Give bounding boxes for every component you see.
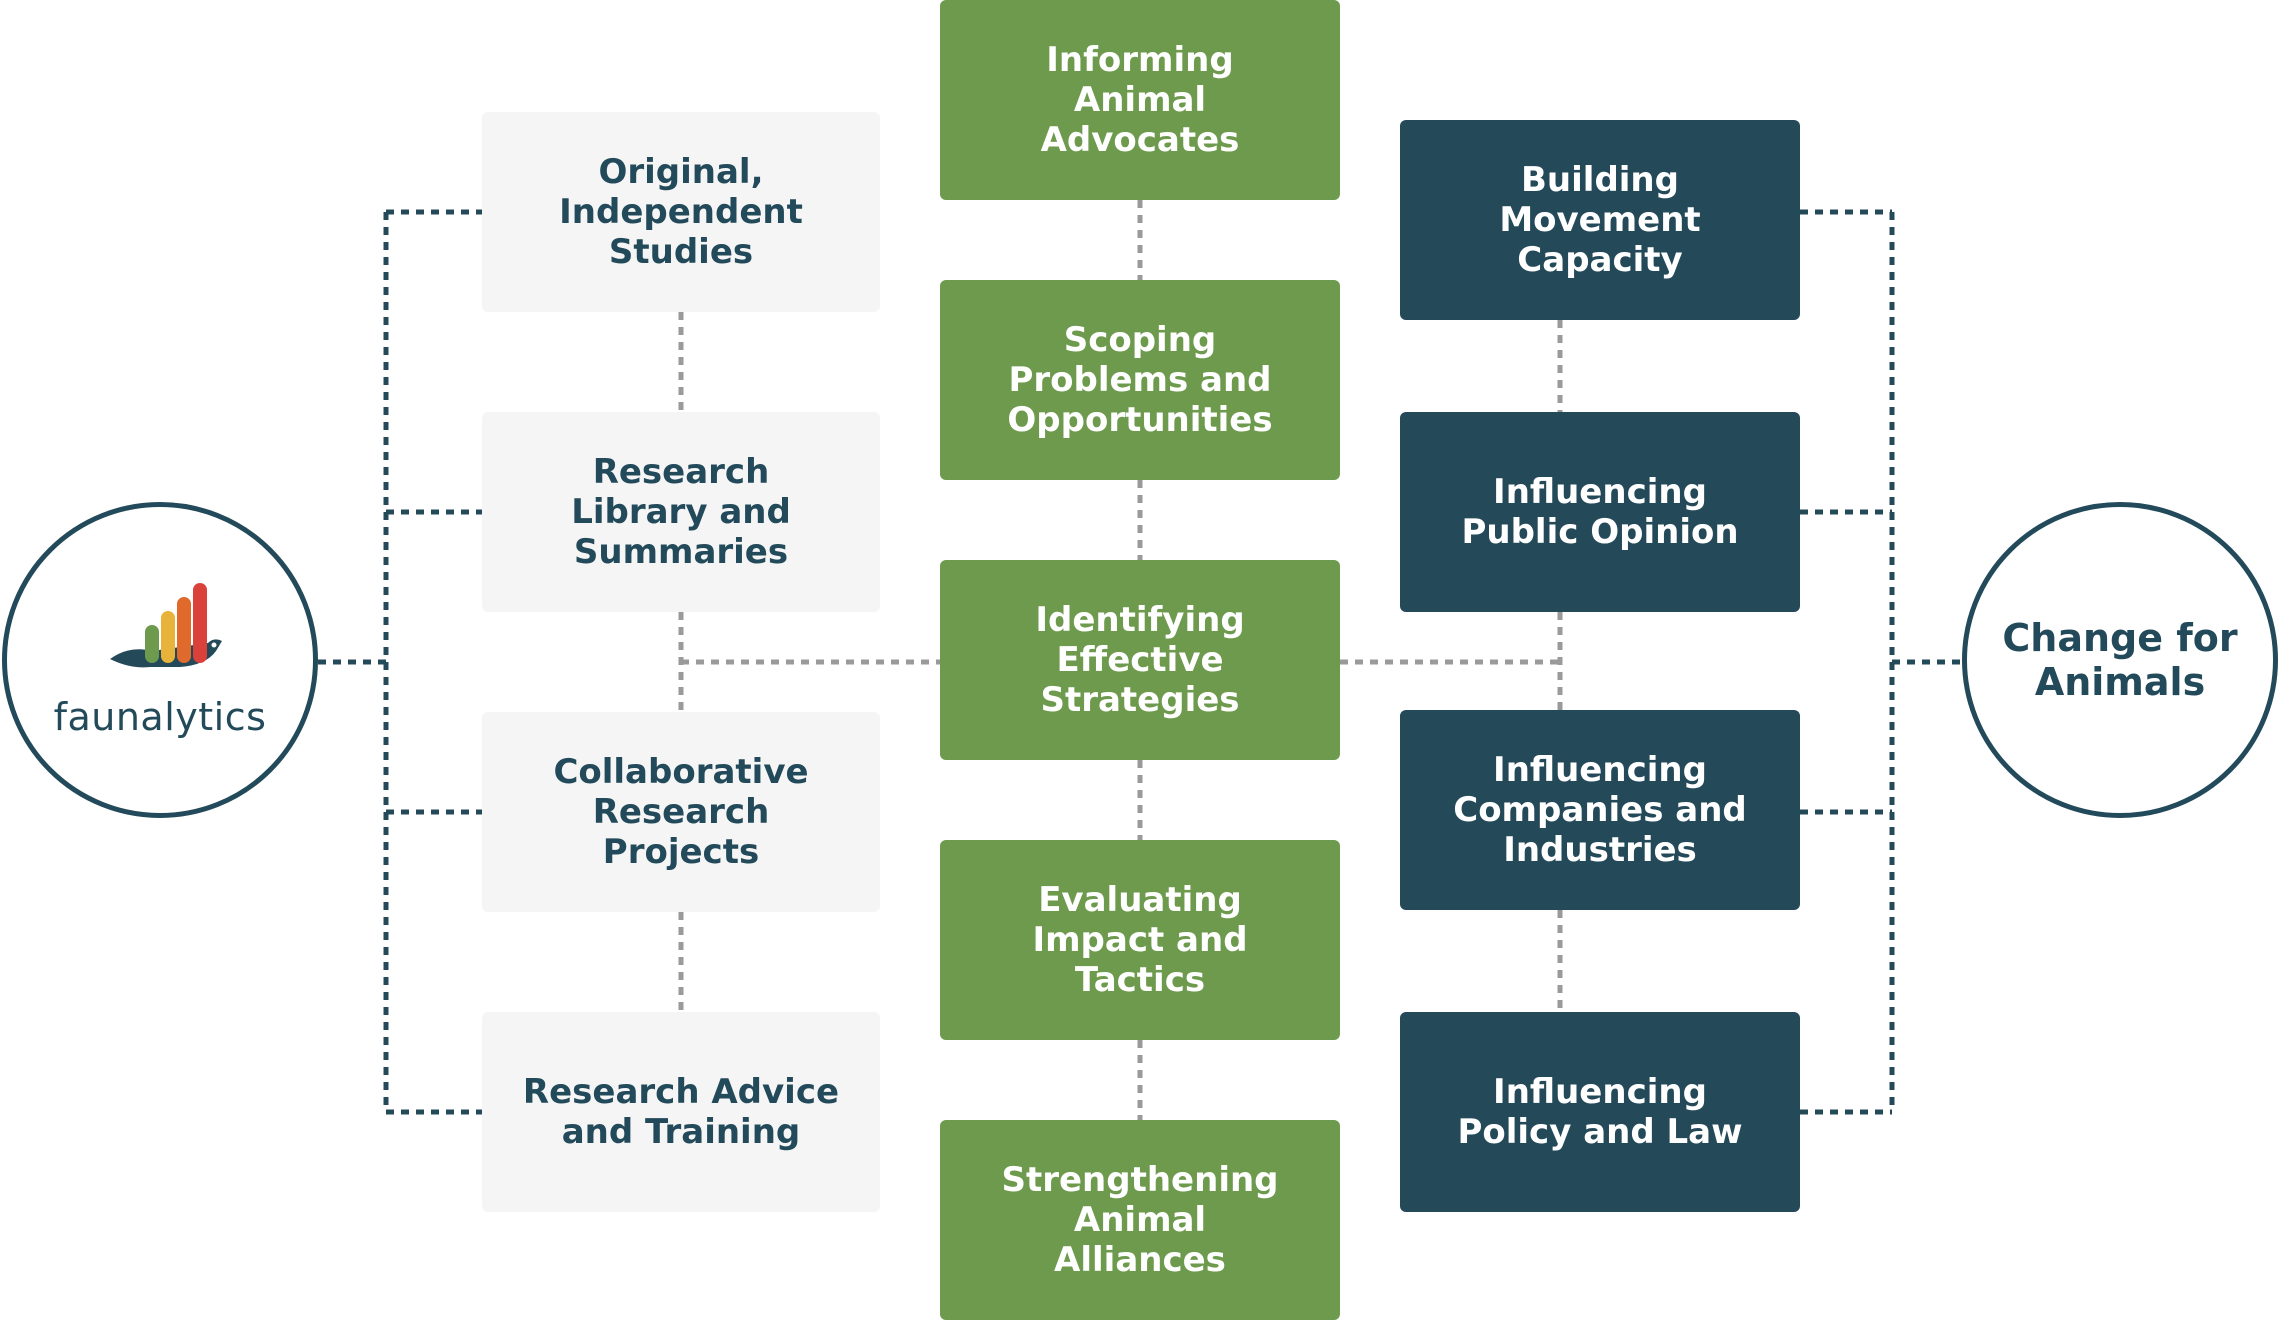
left-box-collaborative-projects: Collaborative Research Projects [482,712,880,912]
box-label: Building Movement Capacity [1499,160,1701,280]
middle-box-scoping-problems: Scoping Problems and Opportunities [940,280,1340,480]
box-label: Influencing Policy and Law [1457,1072,1743,1152]
right-box-policy-law: Influencing Policy and Law [1400,1012,1800,1212]
box-label: Strengthening Animal Alliances [1001,1160,1279,1280]
left-box-research-library: Research Library and Summaries [482,412,880,612]
box-label: Original, Independent Studies [559,152,803,272]
box-label: Research Advice and Training [522,1072,840,1152]
faunalytics-bird-logo-icon [110,583,222,668]
change-for-animals-circle: Change for Animals [1962,502,2278,818]
right-box-public-opinion: Influencing Public Opinion [1400,412,1800,612]
box-label: Identifying Effective Strategies [1035,600,1245,720]
box-label: Research Library and Summaries [571,452,791,572]
faunalytics-logo-circle: faunalytics [2,502,318,818]
target-label: Change for Animals [2002,616,2238,704]
box-label: Informing Animal Advocates [1040,40,1240,160]
middle-box-strengthening-alliances: Strengthening Animal Alliances [940,1120,1340,1320]
left-box-original-studies: Original, Independent Studies [482,112,880,312]
left-bracket [318,209,482,1115]
middle-box-identifying-strategies: Identifying Effective Strategies [940,560,1340,760]
box-label: Evaluating Impact and Tactics [1032,880,1248,1000]
left-box-advice-training: Research Advice and Training [482,1012,880,1212]
box-label: Scoping Problems and Opportunities [1007,320,1273,440]
box-label: Collaborative Research Projects [553,752,809,872]
right-box-movement-capacity: Building Movement Capacity [1400,120,1800,320]
logo-text: faunalytics [53,695,267,739]
middle-box-evaluating-impact: Evaluating Impact and Tactics [940,840,1340,1040]
right-bracket [1800,209,1962,1115]
box-label: Influencing Companies and Industries [1453,750,1747,870]
box-label: Influencing Public Opinion [1461,472,1739,552]
gray-connectors [678,200,1563,1120]
right-box-companies-industries: Influencing Companies and Industries [1400,710,1800,910]
middle-box-informing-advocates: Informing Animal Advocates [940,0,1340,200]
